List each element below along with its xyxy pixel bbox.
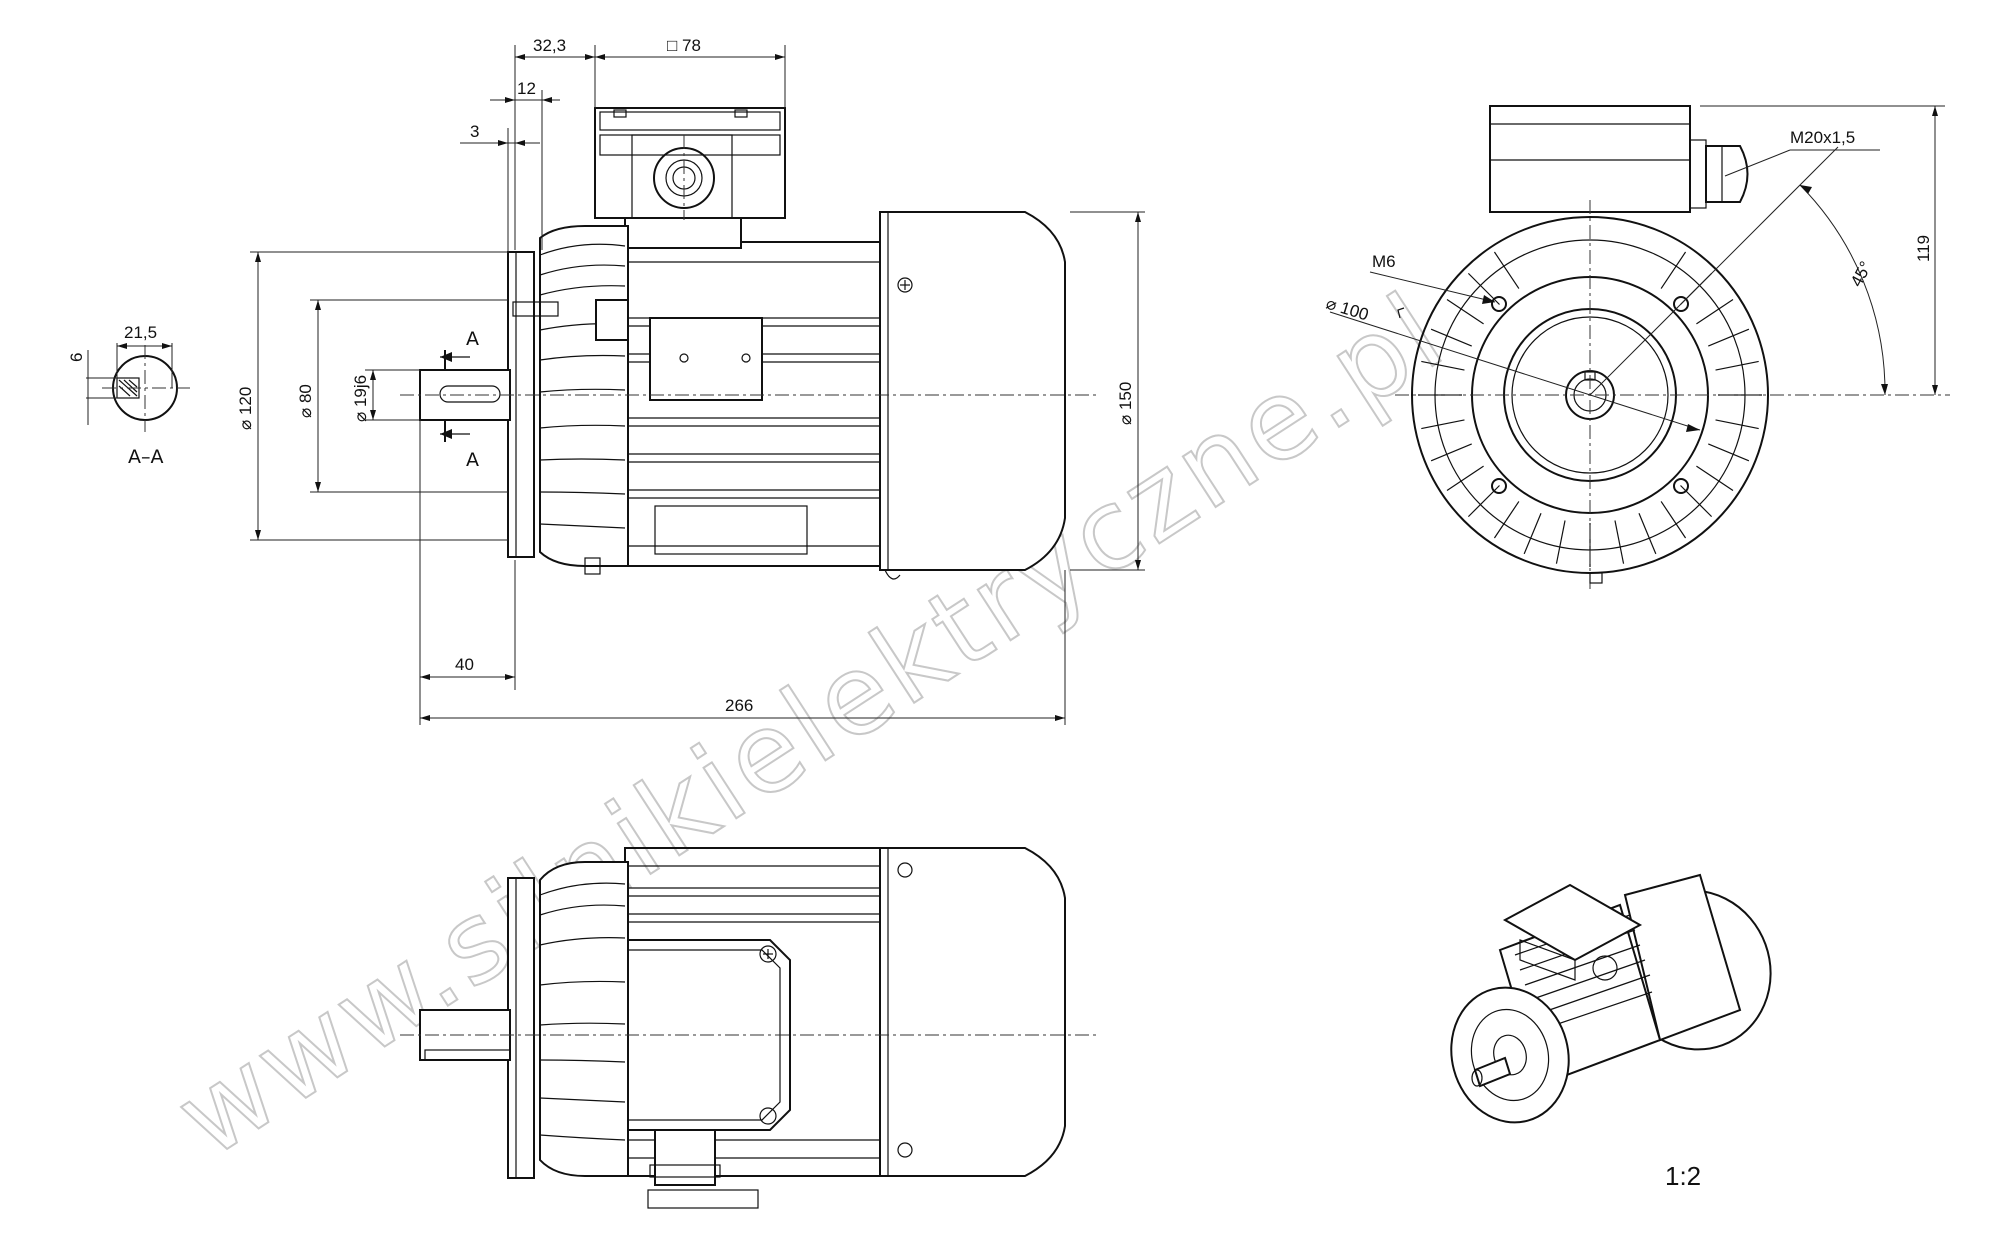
housing-fin [1523,513,1542,555]
dim-angle-45: 45° [1847,258,1876,290]
housing-fin [1708,443,1750,462]
dim-3: 3 [470,122,479,141]
housing-fin [1421,419,1465,430]
top-view-bottom [400,847,1100,1209]
front-view: M20x1,5 M6 ⌀ 100 119 45° [1324,105,1950,590]
housing-fin [1696,465,1734,492]
dim-dia-80: ⌀ 80 [296,384,315,418]
section-marker-top: A [466,328,479,350]
side-view-top: A A 32,3 □ 78 12 3 ⌀ 120 [236,36,1145,725]
dim-square-78: □ 78 [667,36,701,55]
housing-fin [1467,485,1500,518]
housing-fin [1446,298,1484,325]
section-label: A–A [128,446,164,468]
housing-fin [1614,520,1625,564]
isometric-view [1450,873,1772,1124]
housing-fin [1715,419,1759,430]
dim-119: 119 [1914,235,1933,262]
label-m6: M6 [1372,252,1396,271]
housing-fin [1660,251,1687,289]
housing-fin [1660,501,1687,539]
dim-12: 12 [517,79,536,98]
housing-fin [1708,328,1750,347]
housing-fin [1493,501,1520,539]
housing-fin [1638,513,1657,555]
dim-dia-150: ⌀ 150 [1116,382,1135,425]
section-a-a-view: 6 21,5 A–A [67,323,190,468]
section-marker-bottom: A [466,449,479,471]
dim-dia-19j6: ⌀ 19j6 [351,375,370,422]
dim-32-3: 32,3 [533,36,566,55]
dim-keyway-depth: 21,5 [124,323,157,342]
dim-dia-120: ⌀ 120 [236,387,255,430]
housing-fin [1421,360,1465,371]
dim-keyway-width: 6 [67,353,86,362]
housing-fin [1430,328,1472,347]
housing-fin [1430,443,1472,462]
housing-fin [1680,485,1713,518]
dim-40: 40 [455,655,474,674]
housing-fin [1493,251,1520,289]
housing-fin [1446,465,1484,492]
dim-266: 266 [725,696,753,715]
label-m20x1-5: M20x1,5 [1790,128,1855,147]
housing-fin [1696,298,1734,325]
scale-label: 1:2 [1665,1161,1701,1191]
housing-fin [1555,520,1566,564]
housing-fin [1715,360,1759,371]
